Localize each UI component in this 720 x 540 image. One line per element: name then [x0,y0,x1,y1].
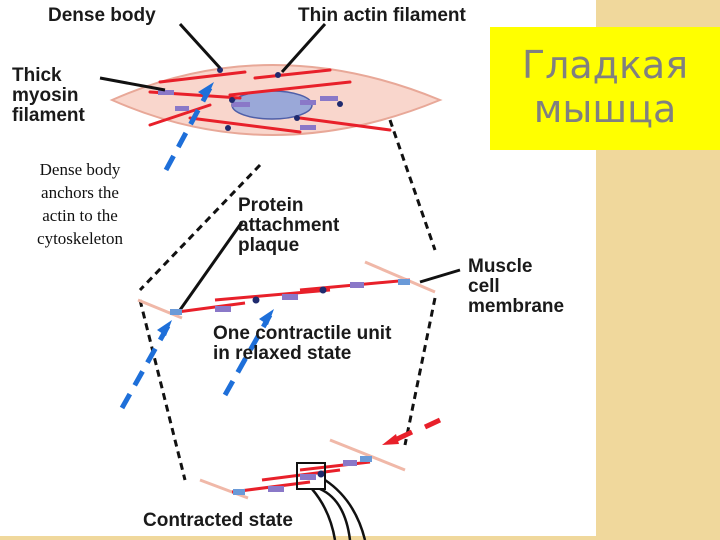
note-line: actin to the [42,206,118,225]
label-protein-plaque-line-3: plaque [238,235,300,256]
title-box: Гладкая мышца [490,27,720,150]
title-line-2: мышца [533,87,677,131]
label-thick-myosin-line-3: filament [12,105,85,126]
label-contracted-state: Contracted state [143,510,293,531]
label-muscle-membrane-line-2: cell [468,276,500,297]
cell-myosin-filaments [158,90,338,130]
relaxed-unit [137,260,436,320]
label-muscle-membrane-line-3: membrane [468,296,565,317]
red-pointer-arrow [393,417,442,443]
label-thick-myosin-line-2: myosin [12,85,79,106]
label-dense-body: Dense body [48,5,156,26]
note-line: cytoskeleton [37,229,123,248]
bottom-band [0,536,596,540]
label-thin-actin-filament: Thin actin filament [298,5,466,26]
dense-body-note: Dense body anchors the actin to the cyto… [10,158,150,250]
connector-dashes [138,119,437,481]
title-line-1: Гладкая [521,43,689,87]
note-line: Dense body [39,160,121,179]
cell-dense-bodies [217,67,343,131]
label-thick-myosin-line-1: Thick [12,65,62,86]
contracted-unit [199,438,406,540]
label-pointers [99,22,461,311]
label-contractile-unit-line-2: in relaxed state [213,343,352,364]
red-arrowhead [382,434,399,445]
label-protein-plaque-line-2: attachment [238,215,340,236]
cell-actin-filaments [148,68,392,134]
zoom-box [296,462,326,490]
label-protein-plaque-line-1: Protein [238,195,304,216]
note-line: anchors the [41,183,119,202]
label-muscle-membrane-line-1: Muscle [468,256,533,277]
label-contractile-unit-line-1: One contractile unit [213,323,392,344]
blue-pointer-arrows [119,86,273,410]
blue-arrowheads [157,82,274,336]
